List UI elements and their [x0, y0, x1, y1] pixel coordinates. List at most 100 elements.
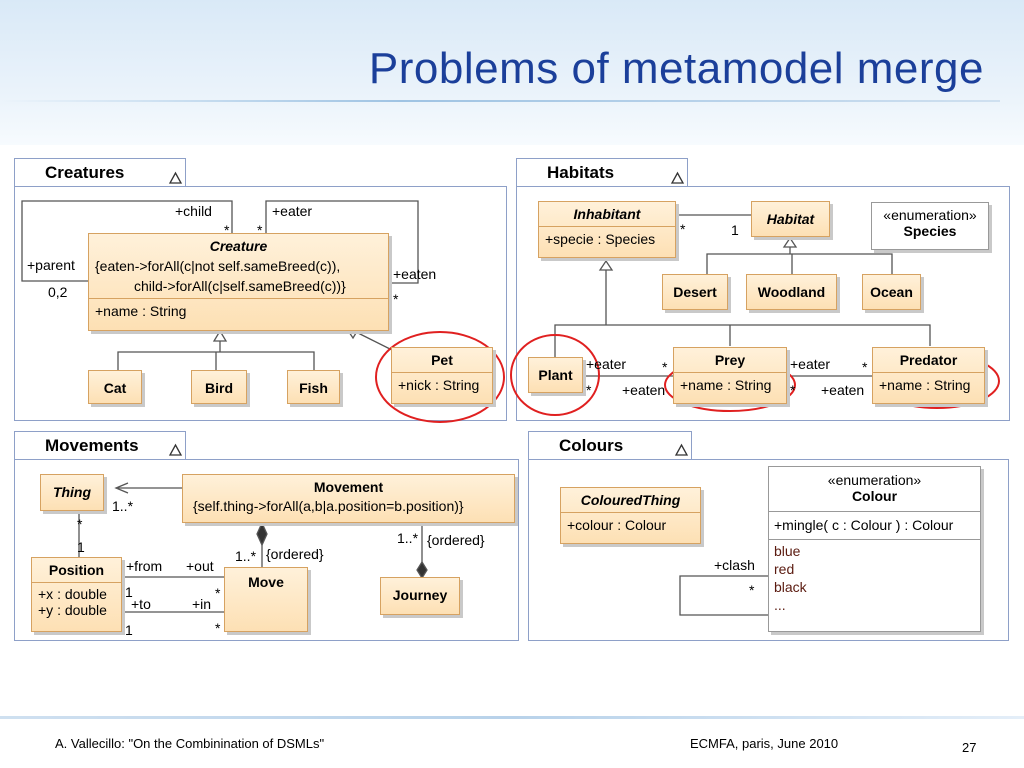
class-name-habitat: Habitat — [766, 211, 815, 227]
class-movement[interactable]: Movement {self.thing->forAll(a,b|a.posit… — [182, 474, 515, 523]
slide-title: Problems of metamodel merge — [368, 44, 984, 93]
package-tab-creatures: Creatures — [14, 158, 186, 187]
generalization-arrow-icon — [782, 236, 798, 248]
label-plant-eater: +eater — [586, 356, 627, 372]
class-name-bird: Bird — [205, 380, 233, 396]
class-name-plant: Plant — [538, 367, 573, 383]
slide-header — [0, 0, 1024, 145]
class-desert[interactable]: Desert — [662, 274, 728, 310]
class-plant[interactable]: Plant — [528, 357, 583, 393]
enum-colour[interactable]: «enumeration» Colour +mingle( c : Colour… — [768, 466, 981, 632]
label-prey-eaten: +eaten — [821, 382, 865, 398]
label-child-mult: * — [224, 222, 230, 238]
class-name-predator: Predator — [899, 352, 958, 368]
package-name-habitats: Habitats — [547, 163, 615, 182]
class-name-coloured-thing: ColouredThing — [580, 492, 681, 508]
highlight-pet — [375, 331, 505, 423]
label-thing-mult: 1..* — [112, 498, 134, 514]
collapse-triangle-icon — [168, 443, 183, 456]
class-prey[interactable]: Prey +name : String — [673, 347, 787, 404]
label-position-one: 1 — [77, 539, 85, 555]
creature-constraint-1: {eaten->forAll(c|not self.sameBreed(c)), — [95, 258, 341, 274]
class-name-desert: Desert — [673, 284, 717, 300]
label-to: +to — [131, 596, 151, 612]
package-tab-colours: Colours — [528, 431, 692, 460]
label-in: +in — [192, 596, 212, 612]
label-journey-mult: 1..* — [397, 530, 419, 546]
class-habitat[interactable]: Habitat — [751, 201, 830, 237]
composition-diamond-icon — [416, 560, 428, 580]
class-name-ocean: Ocean — [870, 284, 913, 300]
class-name-move: Move — [248, 574, 284, 590]
class-name-prey: Prey — [714, 352, 746, 368]
class-thing[interactable]: Thing — [40, 474, 104, 511]
position-attr-y: +y : double — [38, 602, 107, 618]
assoc-child-parent — [21, 200, 233, 282]
class-inhabitant[interactable]: Inhabitant +specie : Species — [538, 201, 676, 258]
species-stereotype: «enumeration» — [883, 207, 977, 223]
label-clash-mult: * — [749, 582, 755, 598]
collapse-triangle-icon — [674, 443, 689, 456]
label-from: +from — [126, 558, 163, 574]
coloured-thing-attr: +colour : Colour — [567, 517, 667, 533]
colour-name: Colour — [851, 488, 898, 504]
colour-literal-blue: blue — [774, 543, 801, 559]
label-eaten: +eaten — [393, 266, 437, 282]
class-pet[interactable]: Pet +nick : String — [391, 347, 493, 404]
generalization-arrow-icon — [598, 259, 614, 271]
colour-literal-more: ... — [774, 597, 786, 613]
footer-conference: ECMFA, paris, June 2010 — [690, 736, 839, 751]
label-plant-eaten: +eaten — [622, 382, 666, 398]
label-clash: +clash — [714, 557, 755, 573]
label-prey-eater: +eater — [790, 356, 831, 372]
creature-constraint-2: child->forAll(c|self.sameBreed(c))} — [134, 278, 346, 294]
label-parent: +parent — [27, 257, 75, 273]
species-name: Species — [903, 223, 957, 239]
class-ocean[interactable]: Ocean — [862, 274, 921, 310]
position-attr-x: +x : double — [38, 586, 107, 602]
label-move-mult: 1..* — [235, 548, 257, 564]
label-prey-eater-mult: * — [862, 359, 868, 375]
colour-stereotype: «enumeration» — [827, 472, 922, 488]
class-name-journey: Journey — [392, 587, 448, 603]
label-move-ordered: {ordered} — [266, 546, 324, 562]
class-name-thing: Thing — [52, 484, 92, 500]
class-woodland[interactable]: Woodland — [746, 274, 837, 310]
label-prey-eaten-mult: * — [790, 382, 796, 398]
title-rule — [0, 100, 1000, 102]
class-journey[interactable]: Journey — [380, 577, 460, 615]
inhabitant-attr-specie: +specie : Species — [545, 231, 656, 247]
class-predator[interactable]: Predator +name : String — [872, 347, 985, 404]
colour-literal-black: black — [774, 579, 807, 595]
class-name-position: Position — [48, 562, 105, 578]
assoc-clash — [679, 575, 768, 616]
class-name-cat: Cat — [103, 380, 127, 396]
class-bird[interactable]: Bird — [191, 370, 247, 404]
creature-attr-name: +name : String — [95, 303, 187, 319]
generalization-arrow-icon — [212, 329, 228, 342]
label-out-star: * — [215, 585, 221, 601]
class-name-pet: Pet — [431, 352, 453, 368]
class-name-woodland: Woodland — [757, 284, 826, 300]
label-eater: +eater — [272, 203, 313, 219]
label-journey-ordered: {ordered} — [427, 532, 485, 548]
slide-page-number: 27 — [962, 740, 977, 755]
movement-constraint: {self.thing->forAll(a,b|a.position=b.pos… — [193, 498, 464, 514]
enum-species[interactable]: «enumeration» Species — [871, 202, 989, 250]
class-creature[interactable]: Creature {eaten->forAll(c|not self.sameB… — [88, 233, 389, 331]
package-name-colours: Colours — [559, 436, 624, 455]
class-move[interactable]: Move — [224, 567, 308, 632]
class-fish[interactable]: Fish — [287, 370, 340, 404]
colour-op-mingle: +mingle( c : Colour ) : Colour — [774, 517, 954, 533]
label-eater-mult: * — [257, 222, 263, 238]
class-coloured-thing[interactable]: ColouredThing +colour : Colour — [560, 487, 701, 544]
label-plant-eaten-mult: * — [586, 382, 592, 398]
navigability-arrow-icon — [114, 482, 129, 494]
label-inhabitant-mult: * — [680, 221, 686, 237]
class-cat[interactable]: Cat — [88, 370, 142, 404]
class-name-creature: Creature — [209, 238, 268, 254]
collapse-triangle-icon — [670, 171, 685, 184]
predator-attr-name: +name : String — [879, 377, 971, 393]
class-position[interactable]: Position +x : double +y : double — [31, 557, 122, 632]
